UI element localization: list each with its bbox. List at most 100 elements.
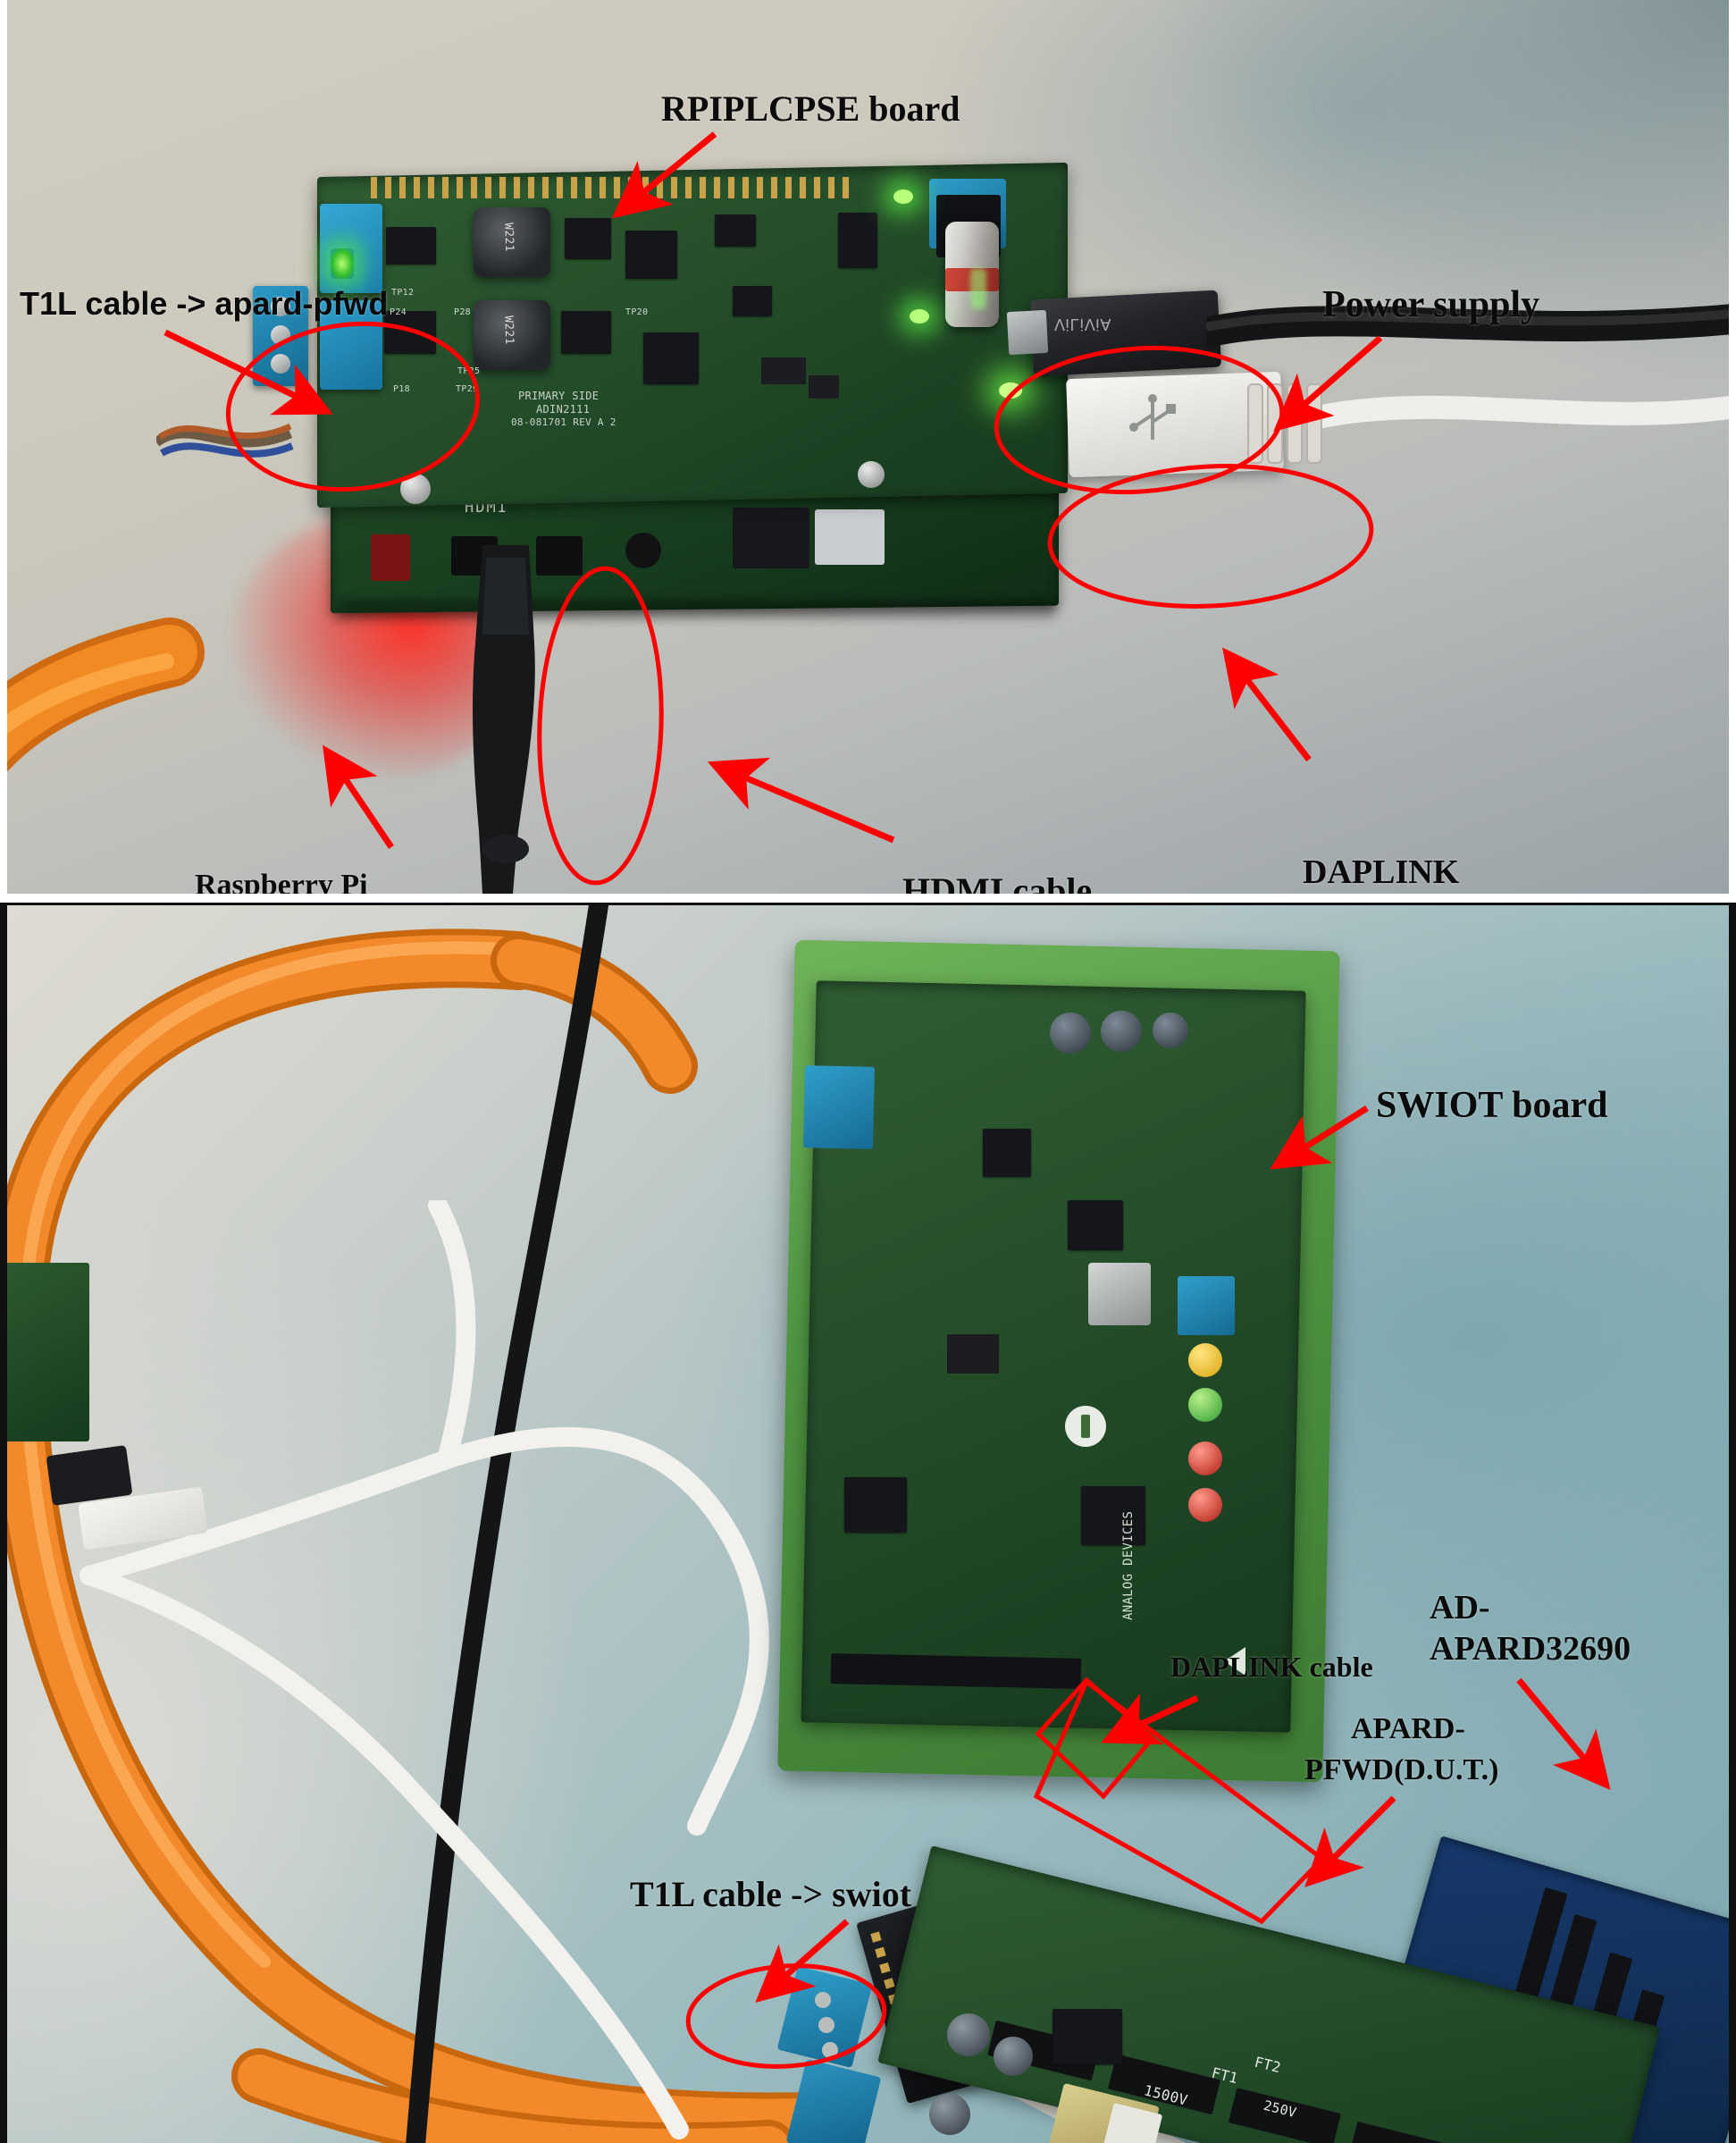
standoff-right (858, 461, 885, 488)
bottom-frame-right (1729, 905, 1736, 2143)
apard-pfwd-header-row (981, 2001, 1538, 2143)
silk-p28: P28 (454, 307, 471, 317)
ic-main-soc (643, 332, 699, 384)
swiot-power-symbol (1081, 1415, 1090, 1438)
transformer-mid-bottom (561, 311, 611, 354)
bottom-frame-left (0, 905, 7, 2143)
silk-adin2111: ADIN2111 (536, 403, 591, 416)
apard-transformer (1053, 2009, 1122, 2064)
apard-terminal-screw-c (822, 2042, 838, 2058)
micro-usb-metal-tip (1006, 309, 1049, 356)
label-apard-pfwd-dut-line2: PFWD(D.U.T.) (1304, 1753, 1499, 1786)
inductor-silk-w221-bottom: W221 (501, 315, 516, 346)
silk-revision: 08-081701 REV A 2 (511, 416, 616, 428)
label-hdmi-cable: HDMI cable (902, 870, 1093, 896)
silk-tp20: TP20 (625, 307, 649, 317)
ic-right-c (761, 357, 806, 384)
green-led-2 (910, 309, 929, 324)
apard-cap-1 (947, 2013, 990, 2056)
transformer-mid-top (565, 218, 611, 259)
bottom-photo-panel: ANALOG DEVICES (0, 903, 1736, 2143)
orange-t1l-cable-top (0, 384, 286, 885)
swiot-blue-connector-top (803, 1065, 875, 1149)
standoff-left (400, 474, 431, 504)
rpi-shadow (340, 601, 1054, 624)
power-supply-cable (1191, 297, 1736, 359)
transformer-left-top (386, 227, 436, 265)
inductor-silk-w221-top: W221 (501, 222, 516, 253)
terminal-screw-1 (271, 297, 290, 316)
hdmi-cable (420, 536, 616, 894)
label-raspberry-pi: Raspberry Pi (195, 869, 368, 896)
green-led-1 (893, 189, 913, 204)
usb-trident-icon (1121, 393, 1184, 447)
swiot-ic-1 (983, 1129, 1031, 1177)
white-daplink-cable-bottom (54, 1196, 1036, 2143)
label-swiot-board-visible: SWIOT board (1376, 1085, 1608, 1126)
daplink-usb-ridges (1246, 379, 1329, 468)
ic-right-a (715, 214, 756, 247)
rpi-ethernet-port (733, 508, 809, 568)
terminal-green-led (331, 248, 354, 279)
relay-black-mid (838, 213, 877, 268)
swiot-ic-3 (844, 1477, 907, 1533)
swiot-led-red-2 (1188, 1488, 1222, 1522)
swiot-ic-5 (947, 1334, 999, 1374)
swiot-cap-2 (1101, 1011, 1142, 1052)
label-t1l-apard-pfwd: T1L cable -> apard-pfwd (20, 285, 389, 322)
daplink-usb-cable (1311, 386, 1736, 449)
swiot-logo-triangle (1224, 1647, 1245, 1676)
ic-adin2111 (625, 231, 677, 279)
swiot-bottom-header (830, 1653, 1082, 1689)
silk-p24: P24 (390, 307, 407, 317)
swiot-led-yellow (1188, 1343, 1222, 1377)
label-ad-apard-line1: AD- (1430, 1589, 1490, 1626)
ic-right-d (809, 375, 839, 399)
label-daplink-cable: DAPLINK cable (1170, 1651, 1373, 1683)
apard-terminal-screw-a (815, 1992, 831, 2008)
label-rpiplcpse-board: RPIPLCPSE board (661, 88, 960, 129)
gpio-header (371, 177, 871, 200)
silk-tp19: TP12 (391, 288, 415, 298)
silk-p18: P18 (393, 384, 410, 394)
swiot-ic-2 (1068, 1200, 1123, 1250)
rpi-usb-c-port (371, 534, 410, 581)
top-frame-right (1729, 0, 1736, 894)
green-led-4 (970, 268, 986, 309)
swiot-ic-4 (1081, 1486, 1145, 1545)
label-ad-apard-line2: APARD32690 (1430, 1630, 1631, 1668)
swiot-cap-3 (1153, 1013, 1188, 1048)
swiot-led-red-1 (1188, 1441, 1222, 1475)
t1l-wire-pair-top (153, 407, 317, 469)
inductor-w221-bottom (474, 300, 550, 370)
label-daplink-programmer-line1: DAPLINK (1303, 853, 1460, 891)
swiot-board (801, 980, 1306, 1733)
swiot-silk-analog-devices: ANALOG DEVICES (1121, 1510, 1136, 1620)
power-supply-brand-text: ViLiViA (1054, 315, 1112, 333)
rpi-usb-stack (815, 509, 885, 565)
apard-cap-3 (929, 2094, 970, 2135)
top-frame-left (0, 0, 7, 894)
swiot-led-green (1188, 1388, 1222, 1422)
label-power-supply: Power supply (1322, 284, 1540, 325)
power-supply-connector (1029, 290, 1222, 377)
black-cable-bottom (375, 905, 733, 2143)
terminal-screw-3 (271, 354, 290, 374)
top-photo-panel: HDMI FCC (0, 0, 1736, 896)
swiot-cap-1 (1050, 1013, 1091, 1054)
green-led-3 (999, 382, 1022, 399)
terminal-screw-2 (271, 325, 290, 345)
silk-primary-side: PRIMARY SIDE (518, 390, 600, 402)
swiot-shield-can (1088, 1263, 1151, 1325)
panel-gap (0, 894, 1736, 903)
transformer-left-bottom (384, 311, 436, 354)
label-apard-pfwd-dut-line1: APARD- (1351, 1712, 1465, 1745)
left-edge-pi-board (0, 1263, 89, 1441)
rpi-audio-jack (625, 533, 661, 568)
apard-terminal-screw-b (818, 2017, 834, 2033)
label-t1l-swiot: T1L cable -> swiot (630, 1874, 912, 1914)
ic-right-b (733, 286, 772, 316)
silk-tp29: TP29 (456, 384, 479, 394)
silk-tp25: TP25 (457, 366, 481, 376)
